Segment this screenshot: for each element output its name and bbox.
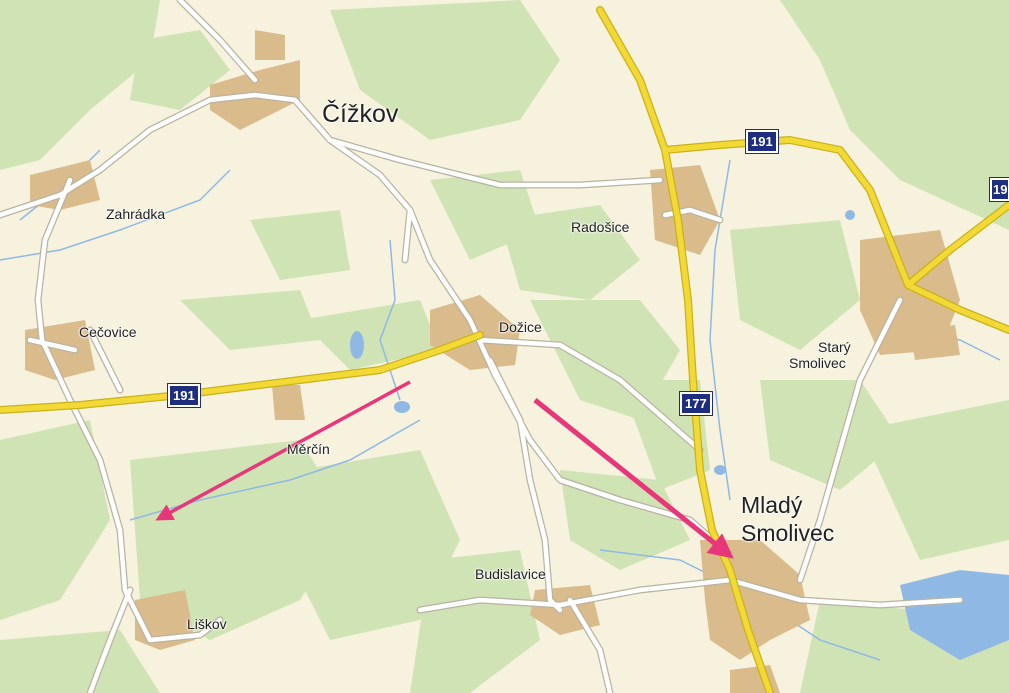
minor-roads [0, 0, 964, 693]
place-label-stary-smolivec-line1: Starý [818, 339, 851, 355]
pink-arrow-icon [155, 380, 411, 521]
place-label-cecovice: Cečovice [79, 324, 137, 340]
road-shield-191-north: 191 [745, 129, 779, 154]
pink-arrow-icon [533, 398, 734, 559]
place-label-budislavice: Budislavice [475, 566, 546, 582]
place-label-cizkov: Čížkov [322, 100, 399, 128]
place-label-mlady-smolivec-line2: Smolivec [741, 520, 835, 546]
place-label-stary-smolivec-line2: Smolivec [789, 355, 846, 371]
main-roads [0, 6, 1009, 693]
place-label-zahradka: Zahrádka [106, 206, 166, 222]
road-shield-191-edge: 19 [989, 177, 1009, 202]
place-label-mlady-smolivec-line1: Mladý [741, 492, 803, 518]
place-label-radosice: Radošice [571, 219, 630, 235]
place-label-dozice: Dožice [499, 319, 542, 335]
place-label-liskov: Liškov [187, 616, 227, 632]
road-shield-191-west: 191 [167, 383, 201, 408]
road-shield-177: 177 [679, 391, 713, 416]
place-label-mercin: Měrčín [287, 441, 330, 457]
